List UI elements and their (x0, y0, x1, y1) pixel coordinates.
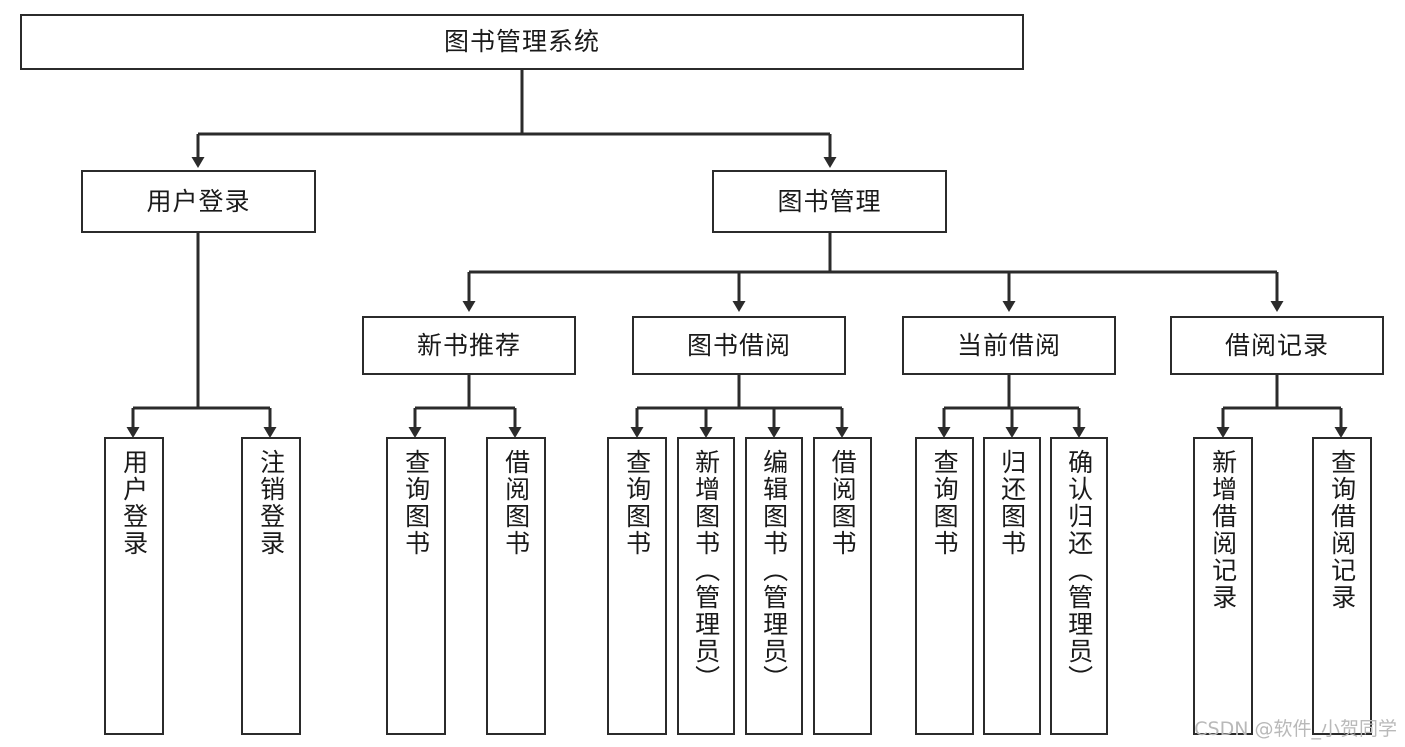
node-label: 新增借阅记录 (1208, 449, 1238, 611)
node-leaf-confirm-return-admin[interactable]: 确认归还（管理员） (1050, 437, 1108, 735)
node-leaf-add-borrow-record[interactable]: 新增借阅记录 (1193, 437, 1253, 735)
node-leaf-user-login[interactable]: 用户登录 (104, 437, 164, 735)
node-label: 用户登录 (119, 449, 149, 557)
node-label: 新书推荐 (416, 330, 521, 360)
csdn-watermark: CSDN @软件_小贺同学 (1194, 718, 1397, 740)
node-borrow-record[interactable]: 借阅记录 (1170, 316, 1384, 375)
node-current-borrow[interactable]: 当前借阅 (902, 316, 1116, 375)
node-label: 注销登录 (256, 449, 286, 557)
node-label: 新增图书（管理员） (691, 449, 721, 692)
node-label: 查询图书 (930, 449, 960, 557)
node-label: 查询图书 (622, 449, 652, 557)
node-leaf-add-book-admin[interactable]: 新增图书（管理员） (677, 437, 735, 735)
node-label: 借阅图书 (828, 449, 858, 557)
node-leaf-logout-login[interactable]: 注销登录 (241, 437, 301, 735)
node-label: 查询借阅记录 (1327, 449, 1357, 611)
node-label: 查询图书 (401, 449, 431, 557)
node-label: 借阅图书 (501, 449, 531, 557)
node-label: 图书借阅 (686, 330, 791, 360)
node-leaf-query-borrow-record[interactable]: 查询借阅记录 (1312, 437, 1372, 735)
node-label: 借阅记录 (1224, 330, 1329, 360)
node-label: 图书管理 (777, 186, 882, 216)
node-label: 归还图书 (997, 449, 1027, 557)
node-leaf-edit-book-admin[interactable]: 编辑图书（管理员） (745, 437, 803, 735)
node-leaf-query-book-3[interactable]: 查询图书 (915, 437, 974, 735)
node-new-book-recommend[interactable]: 新书推荐 (362, 316, 576, 375)
node-label: 确认归还（管理员） (1064, 449, 1094, 692)
node-leaf-borrow-book-1[interactable]: 借阅图书 (486, 437, 546, 735)
node-root-book-management-system[interactable]: 图书管理系统 (20, 14, 1024, 70)
node-book-manage[interactable]: 图书管理 (712, 170, 947, 233)
node-leaf-query-book-2[interactable]: 查询图书 (607, 437, 667, 735)
node-label: 当前借阅 (956, 330, 1061, 360)
node-leaf-return-book[interactable]: 归还图书 (983, 437, 1041, 735)
node-leaf-query-book-1[interactable]: 查询图书 (386, 437, 446, 735)
node-label: 图书管理系统 (443, 27, 600, 56)
node-user-login[interactable]: 用户登录 (81, 170, 316, 233)
node-label: 用户登录 (146, 186, 251, 216)
node-leaf-borrow-book-2[interactable]: 借阅图书 (813, 437, 872, 735)
node-book-borrow[interactable]: 图书借阅 (632, 316, 846, 375)
node-label: 编辑图书（管理员） (759, 449, 789, 692)
